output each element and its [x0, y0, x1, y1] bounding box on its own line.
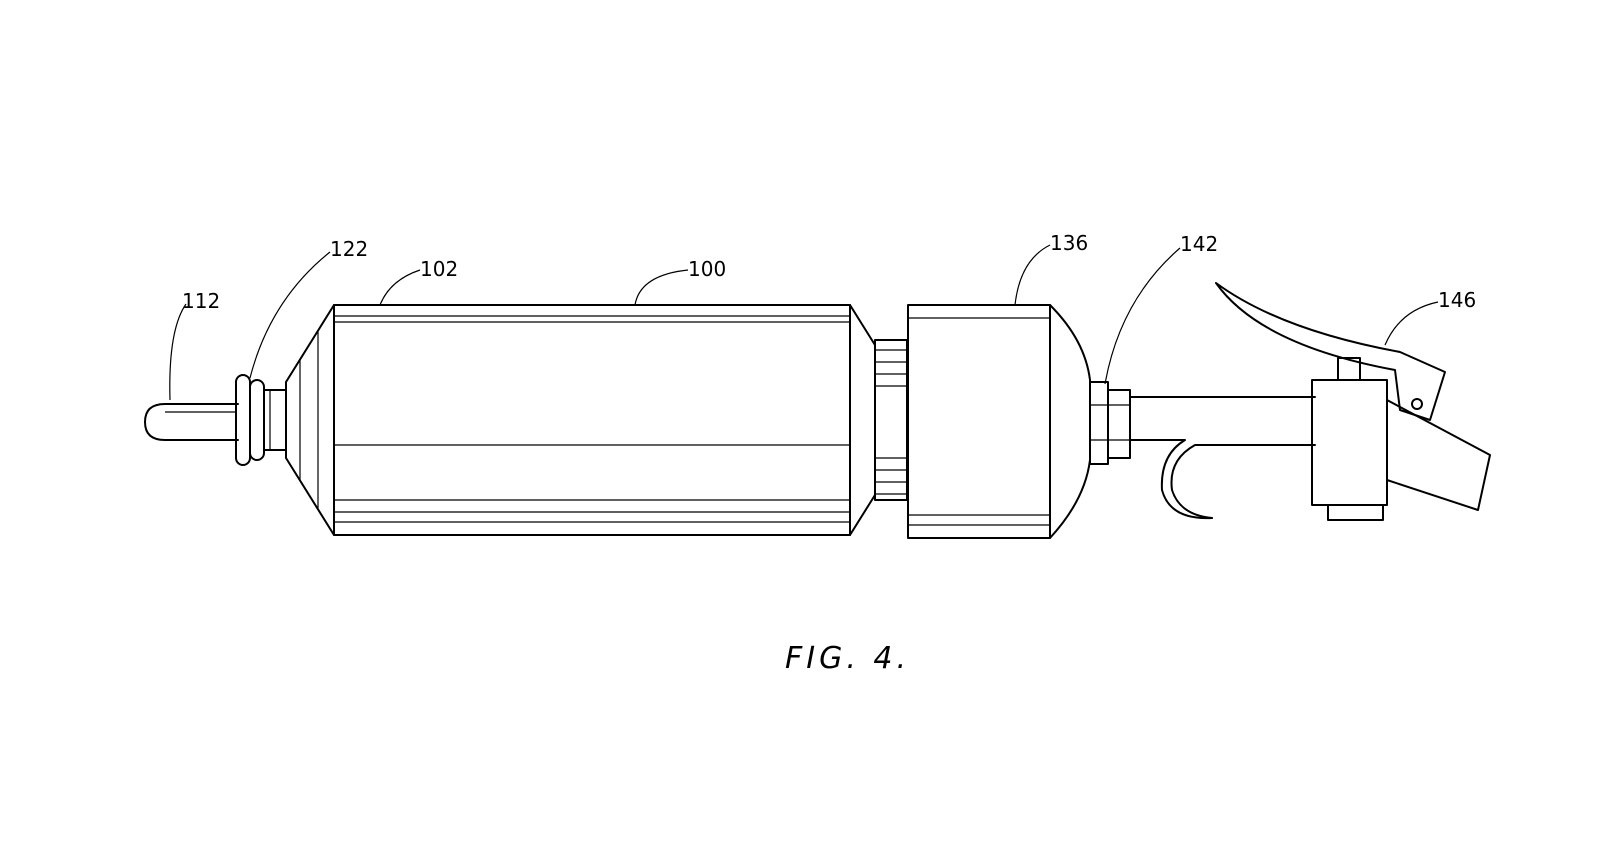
left-cone — [285, 304, 335, 536]
leader-lines — [169, 244, 1439, 401]
ring — [235, 374, 287, 466]
figure-caption: FIG. 4. — [785, 641, 910, 676]
label-122: 122 — [330, 237, 368, 261]
label-142: 142 — [1180, 232, 1218, 256]
nozzle-tip — [144, 403, 239, 441]
spray-gun — [1129, 282, 1491, 521]
label-146: 146 — [1438, 288, 1476, 312]
nut — [1089, 381, 1131, 465]
label-136: 136 — [1050, 231, 1088, 255]
label-102: 102 — [420, 257, 458, 281]
label-100: 100 — [688, 257, 726, 281]
label-112: 112 — [182, 289, 220, 313]
threaded-neck — [849, 304, 908, 536]
main-cylinder — [333, 304, 851, 536]
cap — [907, 304, 1091, 539]
